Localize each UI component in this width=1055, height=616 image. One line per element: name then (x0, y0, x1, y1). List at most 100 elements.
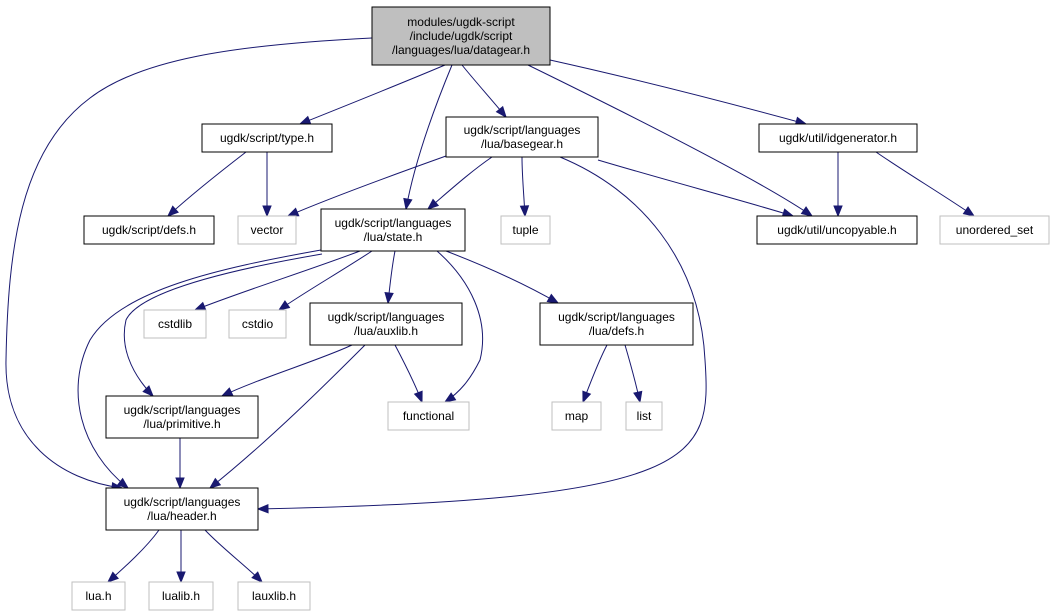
edge-datagear-to-uncopyable (527, 64, 814, 217)
arrowhead (495, 105, 507, 119)
edge-idgenerator-to-uncopyable (833, 152, 843, 218)
edge-line (597, 159, 794, 217)
node-label-line: /lua/basegear.h (481, 137, 563, 151)
edge-state-to-functional (436, 250, 484, 403)
arrowhead (546, 293, 560, 304)
edge-state-to-auxlib (384, 250, 396, 305)
edge-datagear-to-state (403, 64, 453, 211)
node-header[interactable]: ugdk/script/languages/lua/header.h (105, 487, 259, 531)
node-label-line: ugdk/script/languages (328, 310, 445, 324)
arrowhead (175, 477, 185, 490)
edge-datagear-to-type (298, 64, 446, 125)
edge-line (5, 37, 373, 489)
nodes-layer: modules/ugdk-script/include/ugdk/script/… (71, 6, 1050, 611)
node-type[interactable]: ugdk/script/type.h (201, 123, 333, 153)
node-box (201, 123, 333, 153)
arrowhead (220, 387, 234, 397)
node-box (939, 215, 1050, 245)
node-box (228, 309, 287, 339)
node-script-defs[interactable]: ugdk/script/defs.h (83, 215, 215, 245)
node-box (500, 215, 551, 245)
arrowhead (142, 385, 154, 397)
node-lua-h: lua.h (71, 581, 126, 611)
edge-state-to-header (77, 249, 322, 489)
node-label-line: functional (403, 409, 454, 423)
edge-basegear-to-header (256, 156, 707, 514)
node-label-line: /lua/primitive.h (143, 417, 220, 431)
node-list: list (625, 401, 663, 431)
edge-line (194, 250, 361, 311)
arrowhead (106, 571, 119, 583)
node-label-line: vector (251, 223, 284, 237)
node-label-line: /languages/lua/datagear.h (392, 43, 530, 57)
node-functional: functional (387, 401, 470, 431)
node-label-line: /lua/header.h (147, 509, 216, 523)
edge-auxlib-to-header (208, 344, 366, 489)
edge-basegear-to-uncopyable (597, 159, 795, 218)
node-lua-defs[interactable]: ugdk/script/languages/lua/defs.h (539, 302, 694, 346)
edge-line (123, 253, 323, 397)
node-label-line: ugdk/script/languages (558, 310, 675, 324)
edge-state-to-cstdlib (193, 250, 361, 311)
arrowhead (384, 292, 394, 305)
node-basegear[interactable]: ugdk/script/languages/lua/basegear.h (445, 116, 599, 158)
node-box (625, 401, 663, 431)
node-lauxlib-h: lauxlib.h (237, 581, 311, 611)
node-datagear[interactable]: modules/ugdk-script/include/ugdk/script/… (371, 6, 551, 66)
arrowhead (426, 198, 440, 210)
arrowhead (519, 205, 530, 218)
node-box (148, 581, 214, 611)
edge-type-to-script_defs (167, 151, 247, 217)
arrowhead (256, 504, 269, 514)
node-lualib-h: lualib.h (148, 581, 214, 611)
arrowhead (176, 571, 186, 584)
arrowhead (633, 390, 643, 404)
edges-layer (5, 37, 976, 584)
node-label-line: lauxlib.h (252, 589, 296, 603)
edge-datagear-to-basegear (461, 64, 507, 119)
arrowhead (582, 390, 592, 404)
node-label-line: ugdk/util/uncopyable.h (777, 223, 896, 237)
edge-line (77, 249, 322, 489)
node-box (83, 215, 215, 245)
node-box (756, 215, 918, 245)
edge-primitive-to-header (175, 438, 185, 490)
edge-header-to-lualib_h (176, 529, 186, 584)
node-primitive[interactable]: ugdk/script/languages/lua/primitive.h (105, 395, 259, 439)
node-label-line: ugdk/script/languages (464, 123, 581, 137)
edge-line (167, 151, 247, 217)
node-label-line: cstdlib (158, 317, 192, 331)
node-label-line: ugdk/script/defs.h (102, 223, 196, 237)
node-label-line: list (637, 409, 652, 423)
edge-auxlib-to-functional (394, 344, 423, 404)
node-box (539, 302, 694, 346)
arrowhead (286, 207, 300, 217)
arrowhead (833, 205, 843, 218)
edge-datagear-to-idgenerator (549, 59, 808, 126)
node-auxlib[interactable]: ugdk/script/languages/lua/auxlib.h (309, 302, 463, 346)
edge-line (405, 64, 453, 210)
node-box (551, 401, 602, 431)
node-label-line: ugdk/script/type.h (220, 131, 314, 145)
edge-line (527, 64, 813, 217)
node-label-line: /lua/state.h (364, 230, 423, 244)
edge-idgenerator-to-unordered_set (875, 151, 976, 217)
node-label-line: map (565, 409, 589, 423)
edge-basegear-to-vector (286, 155, 447, 217)
node-box (387, 401, 470, 431)
node-idgenerator[interactable]: ugdk/util/idgenerator.h (758, 123, 918, 153)
node-box (105, 487, 259, 531)
arrowhead (251, 571, 263, 583)
node-cstdlib: cstdlib (143, 309, 207, 339)
edge-line (204, 529, 263, 583)
node-uncopyable[interactable]: ugdk/util/uncopyable.h (756, 215, 918, 245)
edge-lua_defs-to-map (582, 344, 608, 404)
edge-line (257, 156, 707, 510)
edge-header-to-lauxlib_h (204, 529, 263, 583)
arrowhead (262, 205, 272, 218)
edge-basegear-to-tuple (519, 156, 530, 218)
node-state[interactable]: ugdk/script/languages/lua/state.h (320, 208, 466, 252)
node-label-line: ugdk/util/idgenerator.h (779, 131, 897, 145)
arrowhead (298, 115, 312, 125)
node-box (237, 215, 297, 245)
